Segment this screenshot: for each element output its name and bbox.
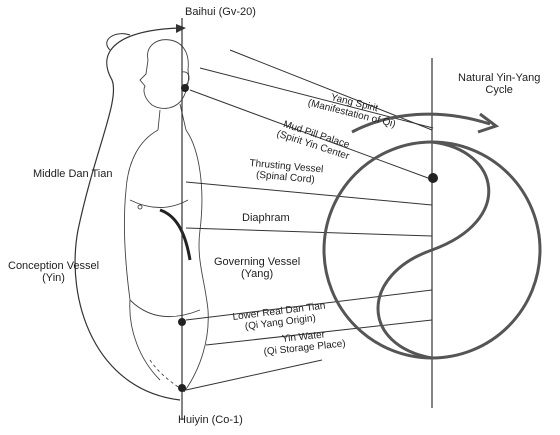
natural-cycle-line2: Cycle	[485, 84, 513, 96]
abdomen-dash	[149, 359, 184, 391]
diaphram-label: Diaphram	[242, 212, 290, 224]
loop-arrow-head	[176, 24, 186, 33]
mud-pill-point	[181, 84, 189, 92]
natural-cycle-line1: Natural Yin-Yang	[458, 72, 541, 84]
connector-top-ray	[229, 49, 433, 131]
governing-vessel-line2: (Yang)	[241, 268, 274, 280]
nipple	[137, 204, 143, 210]
cycle-arrow-head	[477, 112, 500, 134]
hip-curve	[129, 299, 201, 317]
human-figure	[123, 39, 209, 393]
chest-line	[129, 199, 189, 208]
connector-thrusting	[185, 181, 433, 206]
huiyin-point	[178, 384, 186, 392]
diaphragm-curve	[159, 208, 192, 261]
outer-circulation-loop	[74, 27, 181, 401]
governing-vessel-line1: Governing Vessel	[214, 256, 301, 268]
lower-dan-tian-point	[178, 318, 186, 326]
conception-vessel-label: Conception Vessel (Yin)	[8, 260, 99, 284]
natural-cycle-label: Natural Yin-Yang Cycle	[458, 72, 540, 96]
middle-dan-tian-label: Middle Dan Tian	[33, 168, 113, 180]
head-outline	[139, 39, 189, 109]
yin-yang-center-point	[428, 173, 438, 183]
neck	[157, 103, 187, 131]
connector-lower-dan-tian	[185, 289, 433, 321]
right-loop-bend	[106, 33, 131, 51]
connector-diaphram	[185, 227, 433, 237]
cycle-arrow-arc	[351, 112, 491, 134]
governing-vessel-label: Governing Vessel (Yang)	[214, 256, 300, 280]
baihui-label: Baihui (Gv-20)	[185, 6, 256, 18]
conception-vessel-line1: Conception Vessel	[8, 260, 100, 272]
huiyin-label: Huiyin (Co-1)	[178, 414, 243, 426]
torso-front	[123, 129, 161, 381]
connector-huiyin	[185, 359, 323, 391]
torso-back	[183, 129, 209, 393]
yin-yang-s-curve	[376, 140, 491, 360]
connector-mud-pill	[189, 89, 429, 179]
conception-vessel-line2: (Yin)	[42, 272, 65, 284]
connector-yin-water	[205, 319, 433, 346]
yin-yang-cycle	[322, 112, 542, 360]
